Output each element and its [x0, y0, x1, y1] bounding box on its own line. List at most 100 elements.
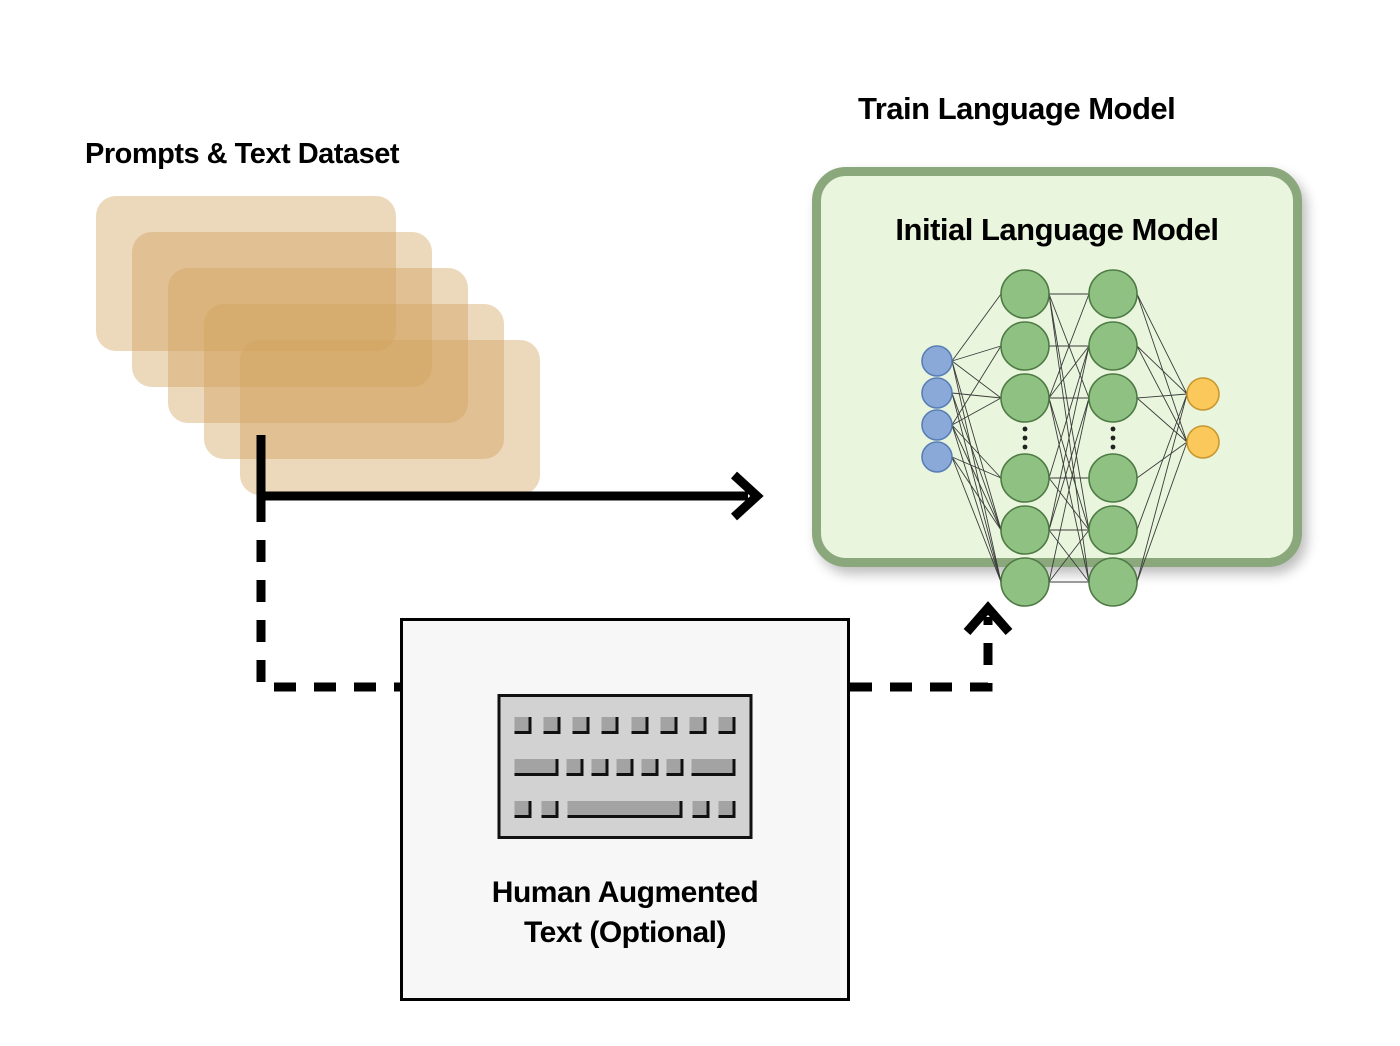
dataset-card	[240, 340, 540, 495]
arrow-dataset-to-model	[256, 435, 748, 501]
dataset-title: Prompts & Text Dataset	[85, 138, 400, 170]
network-edge	[951, 392, 1002, 399]
keyboard-key	[566, 759, 584, 776]
network-edge	[1136, 393, 1188, 583]
network-edge	[1136, 393, 1188, 399]
network-node-hidden	[1000, 453, 1050, 503]
keyboard-row	[514, 717, 736, 734]
dataset-card	[168, 268, 468, 423]
ellipsis-dot	[1110, 435, 1116, 441]
arrowhead-human-to-model	[963, 601, 1013, 635]
keyboard-key	[572, 717, 590, 734]
network-edge	[1136, 397, 1188, 443]
keyboard-row	[514, 759, 736, 776]
network-nodes	[921, 269, 1220, 607]
keyboard-key	[514, 759, 559, 776]
network-node-hidden	[1088, 453, 1138, 503]
network-node-hidden	[1000, 505, 1050, 555]
network-node-output	[1186, 377, 1220, 411]
ellipsis-dot	[1110, 444, 1116, 450]
dataset-card	[96, 196, 396, 351]
keyboard-key	[666, 759, 684, 776]
dashed-human-to-model	[850, 617, 993, 692]
human-label-line-1: Human Augmented	[491, 876, 759, 909]
network-edge	[951, 456, 1002, 479]
network-node-input	[921, 345, 953, 377]
keyboard-key	[631, 717, 649, 734]
keyboard-key	[601, 717, 619, 734]
network-edge	[1136, 345, 1188, 395]
ellipsis-dot	[1022, 435, 1028, 441]
network-edge	[951, 456, 1002, 583]
keyboard-key	[718, 801, 736, 818]
keyboard-key	[514, 717, 532, 734]
keyboard-icon	[497, 694, 753, 839]
ellipsis-dot	[1022, 426, 1028, 432]
network-node-hidden	[1000, 321, 1050, 371]
network-node-hidden	[1088, 505, 1138, 555]
network-node-input	[921, 441, 953, 473]
human-label-line-2: Text (Optional)	[524, 916, 726, 949]
network-edge	[951, 345, 1002, 426]
network-node-input	[921, 377, 953, 409]
network-node-output	[1186, 425, 1220, 459]
network-edge	[1136, 293, 1188, 395]
network-edge	[1048, 477, 1090, 531]
neural-network-icon	[921, 269, 1220, 607]
network-edge	[951, 360, 1002, 531]
ellipsis-dot	[1110, 426, 1116, 432]
network-edge	[1048, 397, 1090, 583]
network-node-hidden	[1000, 373, 1050, 423]
network-edge	[951, 424, 1002, 479]
network-edge	[951, 392, 1002, 583]
keyboard-key	[692, 801, 709, 818]
network-edge	[951, 424, 1002, 531]
human-augmented-text-box: Human Augmented Text (Optional)	[400, 618, 850, 1001]
network-edge	[951, 293, 1002, 362]
keyboard-key	[689, 717, 707, 734]
keyboard-key	[641, 759, 659, 776]
network-edge	[951, 456, 1002, 531]
keyboard-key	[616, 759, 634, 776]
network-ellipsis-dots	[1022, 426, 1116, 450]
network-edge	[951, 345, 1002, 362]
initial-language-model-label: Initial Language Model	[895, 212, 1219, 247]
network-node-hidden	[1088, 269, 1138, 319]
train-language-model-title: Train Language Model	[858, 91, 1176, 126]
network-edge	[1136, 393, 1188, 531]
keyboard-key	[543, 717, 561, 734]
network-edge	[1048, 345, 1090, 479]
network-edge	[1048, 529, 1090, 583]
network-edge	[1136, 441, 1188, 583]
prompts-text-dataset-stack	[96, 196, 540, 495]
network-node-hidden	[1088, 321, 1138, 371]
keyboard-key	[514, 801, 532, 818]
dataset-card	[204, 304, 504, 459]
network-edge	[1136, 441, 1188, 479]
keyboard-key	[541, 801, 558, 818]
dashed-dataset-to-human	[256, 500, 404, 692]
arrowhead-dataset-to-model	[730, 471, 764, 521]
network-node-hidden	[1088, 373, 1138, 423]
ellipsis-dot	[1022, 444, 1028, 450]
network-node-hidden	[1000, 269, 1050, 319]
keyboard-key	[567, 801, 683, 818]
network-node-input	[921, 409, 953, 441]
human-augmented-text-label: Human Augmented Text (Optional)	[403, 873, 847, 953]
keyboard-key	[691, 759, 736, 776]
network-edge	[951, 360, 1002, 583]
keyboard-key	[718, 717, 736, 734]
network-node-hidden	[1000, 557, 1050, 607]
dataset-card	[132, 232, 432, 387]
network-edges	[951, 293, 1188, 583]
network-node-hidden	[1088, 557, 1138, 607]
network-edge	[951, 397, 1002, 426]
network-edge	[1048, 345, 1090, 531]
network-edge	[951, 424, 1002, 583]
network-edge	[951, 360, 1002, 399]
keyboard-row	[514, 801, 736, 818]
network-edge	[951, 392, 1002, 531]
keyboard-key	[591, 759, 609, 776]
network-edge	[1048, 345, 1090, 399]
